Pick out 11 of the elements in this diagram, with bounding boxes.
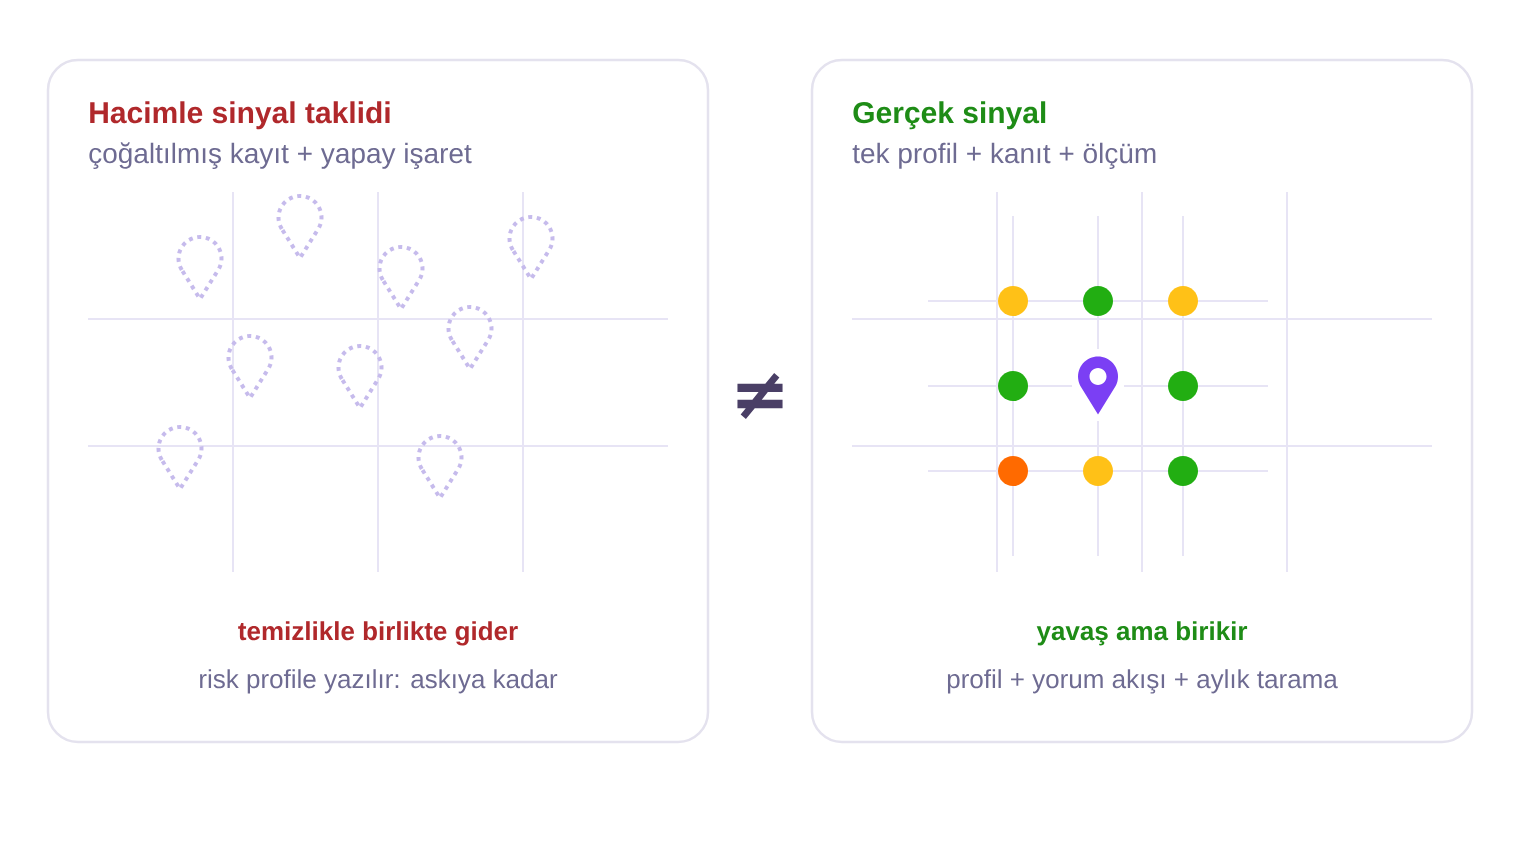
panel-title: Gerçek sinyal (853, 101, 1046, 130)
panel-subtitle: tek profil + kanıt + ölçüm (852, 142, 1156, 169)
panel-summary: temizlikle birlikte gider (238, 621, 518, 646)
panel-note: risk profile yazılır: askıya kadar (200, 669, 558, 694)
panel-title: Hacimle sinyal taklidi (90, 101, 390, 130)
panel-note: profil + yorum akışı + aylık tarama (947, 669, 1338, 694)
not-equal-sign: ≠ (737, 373, 783, 419)
card (46, 58, 710, 744)
panel-summary: yavaş ama birikir (1036, 621, 1248, 646)
card (810, 58, 1474, 744)
panel-subtitle: çoğaltılmış kayıt + yapay işaret (89, 142, 472, 169)
